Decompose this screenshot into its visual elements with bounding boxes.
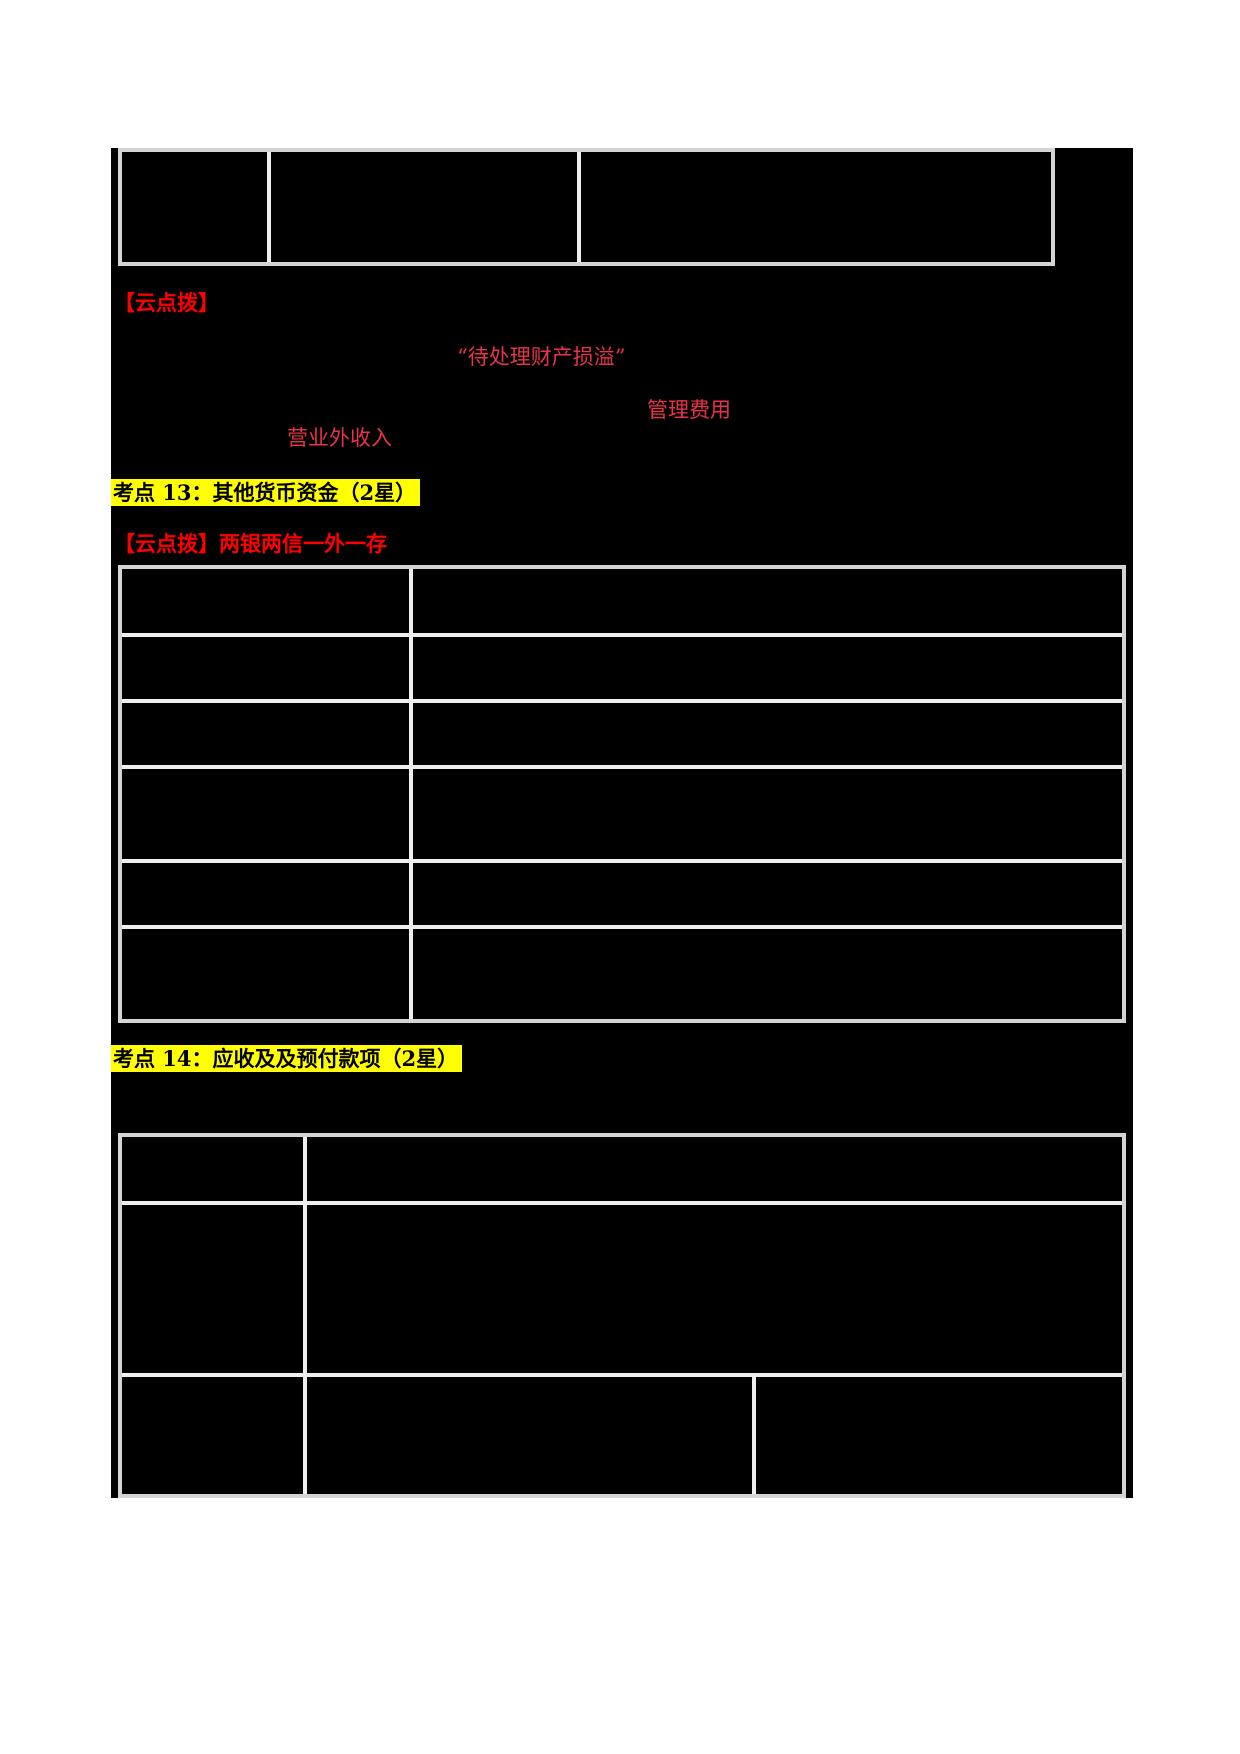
column-divider xyxy=(752,1377,756,1494)
topic-13-table xyxy=(118,565,1126,1023)
row-divider xyxy=(122,699,1122,703)
topic-13-tip: 【云点拨】两银两信一外一存 xyxy=(114,533,387,554)
keyword-non-operating-income: 营业外收入 xyxy=(287,426,392,450)
keyword-pending-property: “待处理财产损溢” xyxy=(457,345,626,369)
column-divider xyxy=(303,1137,307,1494)
row-divider xyxy=(122,633,1122,637)
tip-text: 两银两信一外一存 xyxy=(219,531,387,556)
row-divider xyxy=(122,765,1122,769)
row-divider xyxy=(122,1201,1122,1205)
tip-label: 【云点拨】 xyxy=(114,531,219,556)
row-divider xyxy=(122,925,1122,929)
row-divider xyxy=(122,1373,1122,1377)
topic-13-heading: 考点 13：其他货币资金（2星） xyxy=(111,479,421,506)
row-divider xyxy=(122,859,1122,863)
tip-label: 【云点拨】 xyxy=(114,290,219,315)
column-divider xyxy=(409,569,413,1019)
topic-14-table xyxy=(118,1133,1126,1498)
keyword-admin-expense: 管理费用 xyxy=(647,398,731,422)
topic-14-heading: 考点 14：应收及及预付款项（2星） xyxy=(111,1045,463,1072)
column-divider xyxy=(577,152,581,262)
top-table xyxy=(118,148,1055,266)
column-divider xyxy=(267,152,271,262)
